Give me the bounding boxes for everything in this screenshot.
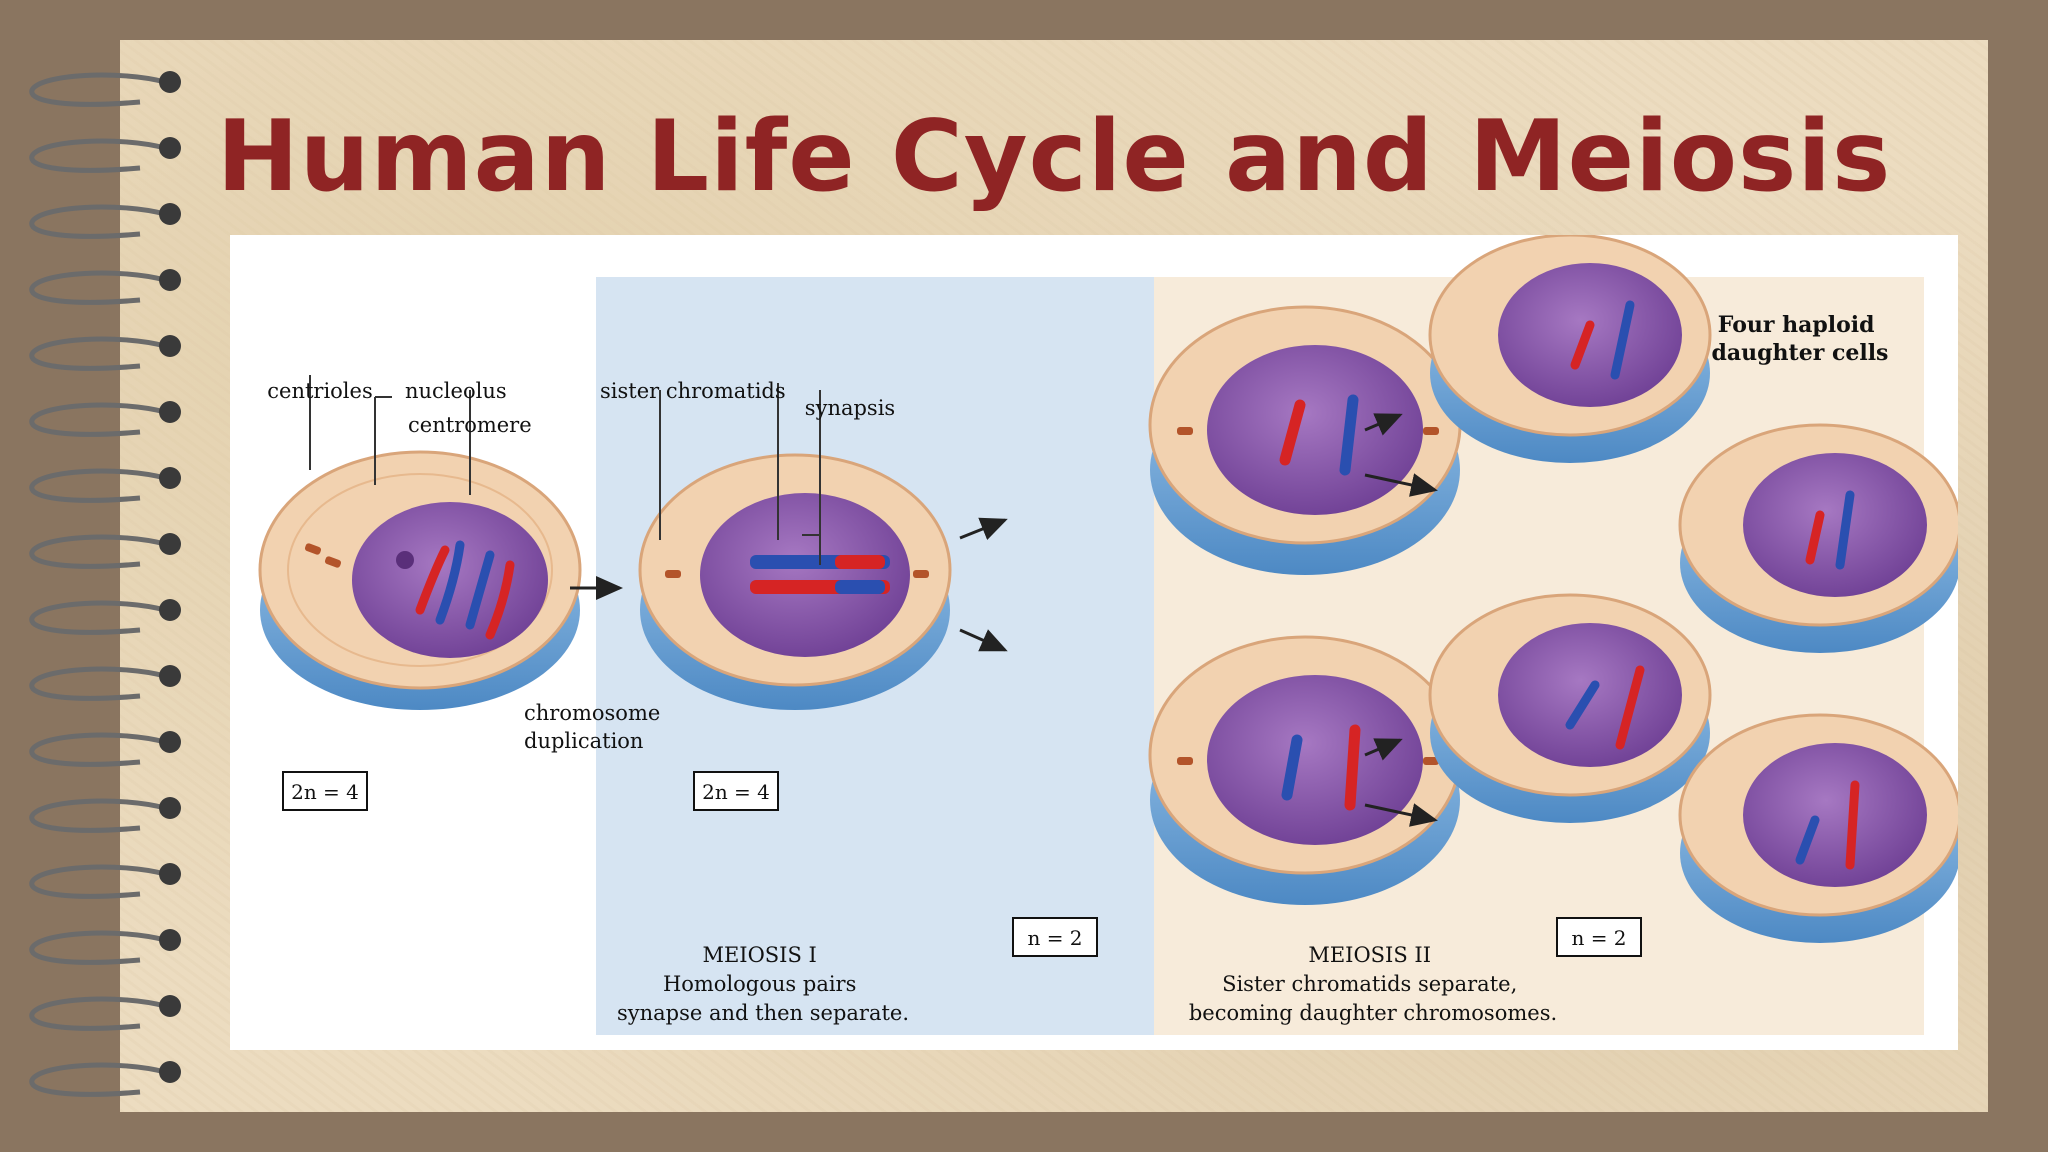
- label-sister-chromatids: sister chromatids: [600, 379, 786, 403]
- binding-ring: [29, 71, 181, 107]
- cell-meiosis1-top: [1148, 305, 1462, 575]
- page-title: Human Life Cycle and Meiosis: [216, 100, 1892, 214]
- svg-text:n = 2: n = 2: [1571, 926, 1626, 950]
- binding-ring: [29, 269, 181, 305]
- ploidy-box-haploid-2: n = 2: [1556, 917, 1642, 957]
- binding-ring: [29, 665, 181, 701]
- label-centrioles: centrioles: [267, 379, 372, 403]
- process-arrows: [570, 413, 1438, 827]
- meiosis-diagram: centrioles nucleolus centromere sister c…: [258, 233, 1962, 1035]
- binding-ring: [29, 401, 181, 437]
- caption-meiosis1: MEIOSIS I Homologous pairs synapse and t…: [617, 943, 909, 1025]
- spiral-binding: [29, 71, 181, 1097]
- label-nucleolus: nucleolus: [405, 379, 507, 403]
- binding-ring: [29, 599, 181, 635]
- daughter-cell-1: [1428, 233, 1712, 463]
- ploidy-box-diploid-2: 2n = 4: [693, 771, 779, 811]
- binding-ring: [29, 335, 181, 371]
- label-synapsis: synapsis: [805, 396, 895, 420]
- daughter-cell-4: [1678, 713, 1962, 943]
- binding-ring: [29, 995, 181, 1031]
- cell-synapsis: [638, 453, 952, 710]
- binding-ring: [29, 137, 181, 173]
- binding-ring: [29, 533, 181, 569]
- binding-ring: [29, 797, 181, 833]
- cell-meiosis1-bottom: [1148, 635, 1462, 905]
- cell-diploid: [258, 450, 582, 710]
- label-centromere: centromere: [408, 413, 532, 437]
- ploidy-box-haploid-1: n = 2: [1012, 917, 1098, 957]
- daughter-cell-3: [1428, 593, 1712, 823]
- svg-text:n = 2: n = 2: [1027, 926, 1082, 950]
- meiosis-figure: centrioles nucleolus centromere sister c…: [230, 233, 1962, 1050]
- svg-text:2n = 4: 2n = 4: [702, 780, 770, 804]
- binding-ring: [29, 467, 181, 503]
- binding-ring: [29, 1061, 181, 1097]
- binding-ring: [29, 731, 181, 767]
- daughter-cell-2: [1678, 423, 1962, 653]
- binding-ring: [29, 863, 181, 899]
- svg-text:2n = 4: 2n = 4: [291, 780, 359, 804]
- label-four-haploid: Four haploid daughter cells: [1712, 312, 1889, 366]
- leader-lines: [309, 375, 821, 565]
- binding-ring: [29, 203, 181, 239]
- caption-meiosis2: MEIOSIS II Sister chromatids separate, b…: [1189, 943, 1557, 1025]
- label-chromosome-duplication: chromosome duplication: [524, 701, 667, 753]
- binding-ring: [29, 929, 181, 965]
- ploidy-box-diploid-1: 2n = 4: [282, 771, 368, 811]
